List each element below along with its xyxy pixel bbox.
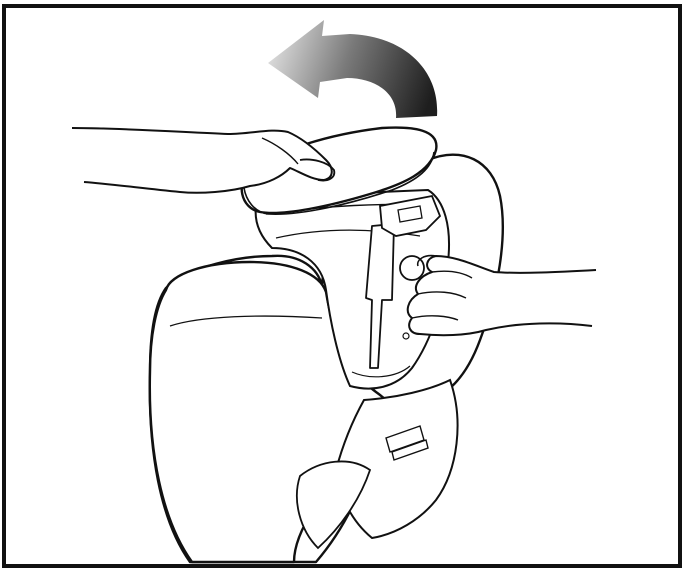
right-hand <box>408 256 596 335</box>
curved-arrow-icon <box>268 20 437 118</box>
small-screw <box>403 333 409 339</box>
